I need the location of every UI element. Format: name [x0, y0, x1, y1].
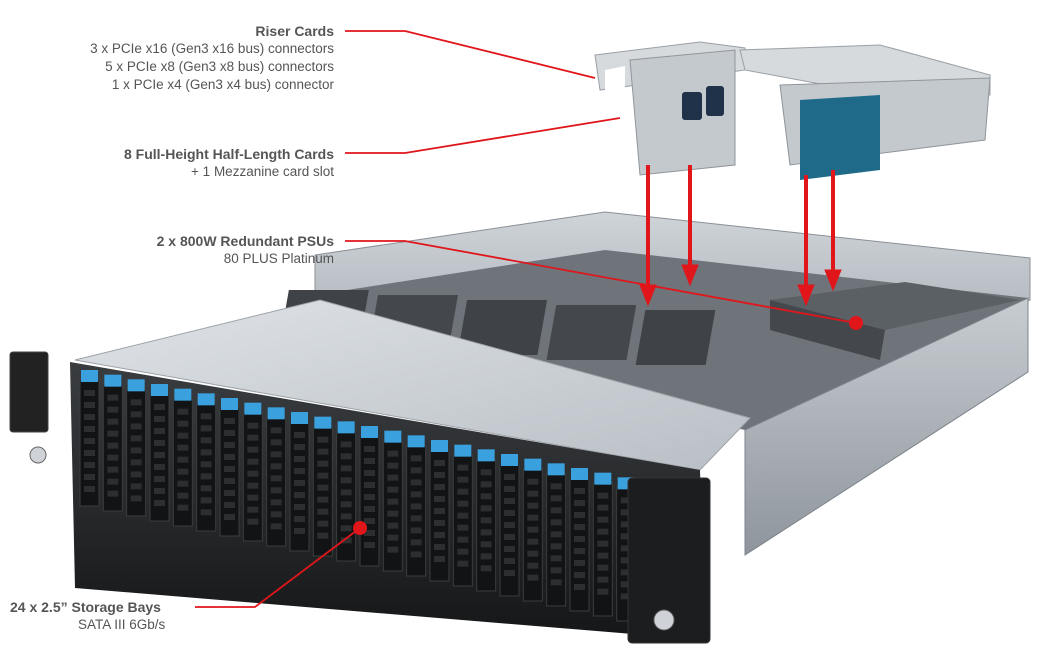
drive-bay: [359, 426, 380, 567]
chassis-lid: [74, 299, 751, 471]
psu-marker: [849, 316, 863, 330]
drive-bay: [126, 379, 147, 517]
right-thumbscrew: [653, 609, 675, 631]
drive-bay: [242, 402, 263, 542]
leader-lines: [195, 30, 857, 608]
callout-riser-title: Riser Cards: [255, 23, 334, 39]
drive-bay: [592, 472, 613, 617]
callout-cards-line-1: + 1 Mezzanine card slot: [191, 164, 334, 179]
drive-bay: [569, 468, 590, 612]
drive-bay: [382, 430, 403, 572]
callout-psu: 2 x 800W Redundant PSUs 80 PLUS Platinum: [157, 232, 334, 268]
drive-bay-group: [79, 370, 637, 622]
drive-bay: [522, 458, 543, 602]
drive-bay: [266, 407, 287, 547]
callout-storage-line-1: SATA III 6Gb/s: [78, 617, 166, 632]
drive-bay: [312, 416, 333, 557]
left-rack-ear: [9, 351, 49, 433]
riser-cage-left: [594, 41, 746, 176]
drive-bay: [452, 444, 473, 587]
psu-block: [770, 282, 1020, 330]
drive-bay: [79, 370, 100, 507]
drive-bay: [429, 440, 450, 582]
callout-cards-title: 8 Full-Height Half-Length Cards: [124, 146, 334, 162]
drive-bay: [499, 454, 520, 597]
drive-bay: [476, 449, 497, 592]
left-thumbscrew: [29, 446, 47, 464]
callout-psu-title: 2 x 800W Redundant PSUs: [156, 233, 334, 249]
chassis-side-panel: [744, 297, 1029, 556]
drive-bay: [172, 388, 193, 527]
drive-bay: [196, 393, 217, 532]
drive-bay: [289, 412, 310, 552]
drive-bay: [336, 421, 357, 562]
drive-bay: [102, 374, 123, 512]
callout-storage-title: 24 x 2.5” Storage Bays: [10, 599, 161, 615]
drive-bay: [219, 398, 240, 537]
drive-bay: [406, 435, 427, 577]
drive-bay: [149, 384, 170, 522]
drive-bays: [79, 370, 637, 622]
right-rack-ear: [627, 477, 711, 644]
callout-cards: 8 Full-Height Half-Length Cards + 1 Mezz…: [124, 145, 334, 181]
drive-bay: [546, 463, 567, 607]
pointer-arrows: [639, 165, 842, 307]
storage-marker: [353, 521, 367, 535]
callout-storage: 24 x 2.5” Storage Bays SATA III 6Gb/s: [10, 598, 165, 634]
callout-riser-cards: Riser Cards 3 x PCIe x16 (Gen3 x16 bus) …: [90, 22, 334, 94]
callout-psu-line-1: 80 PLUS Platinum: [223, 251, 334, 266]
callout-riser-line-3: 1 x PCIe x4 (Gen3 x4 bus) connector: [111, 77, 334, 92]
callout-riser-line-2: 5 x PCIe x8 (Gen3 x8 bus) connectors: [105, 59, 334, 74]
riser-cage-right: [739, 44, 991, 180]
callout-riser-line-1: 3 x PCIe x16 (Gen3 x16 bus) connectors: [90, 41, 334, 56]
